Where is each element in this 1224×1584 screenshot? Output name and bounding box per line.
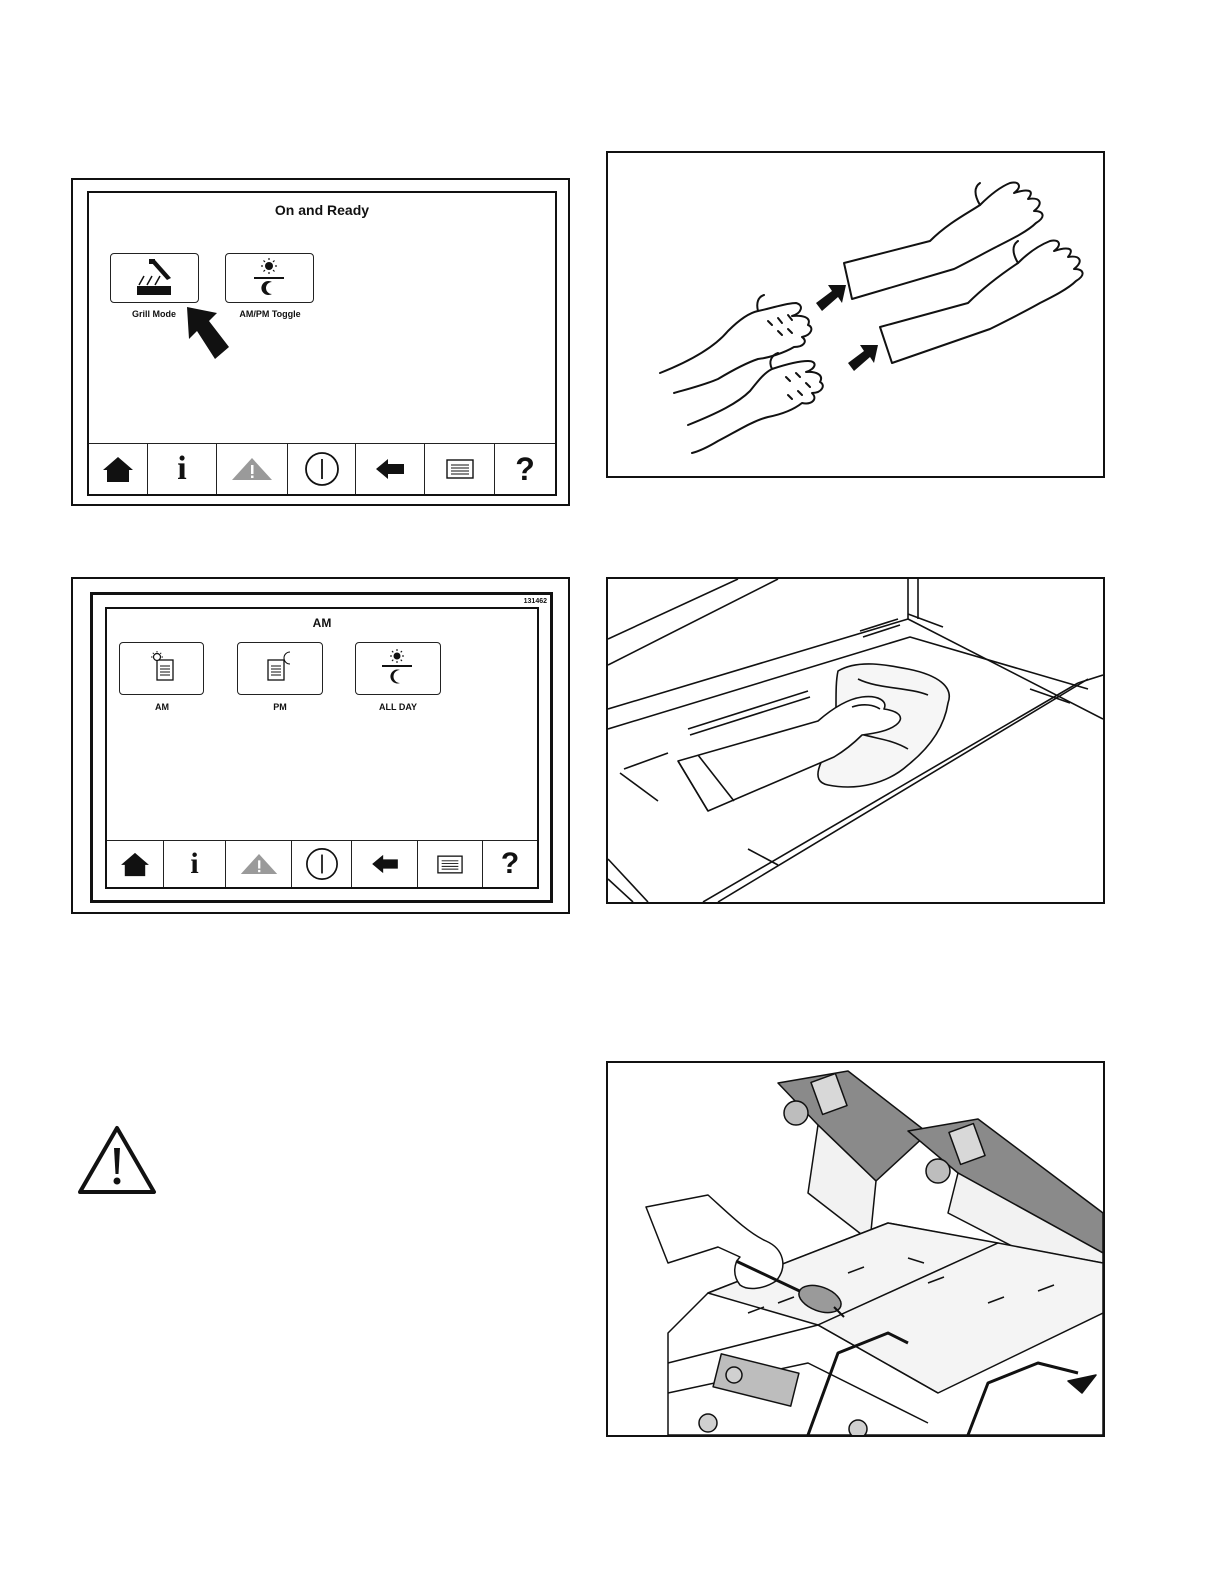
arrow-icon	[848, 345, 878, 371]
home-button[interactable]	[107, 841, 164, 887]
all-day-icon	[356, 643, 438, 693]
screen1-frame: On and Ready Grill Mode	[71, 178, 570, 506]
grill-drawing	[608, 1063, 1103, 1435]
grill-cleaning-illustration	[606, 1061, 1105, 1437]
power-button[interactable]	[288, 444, 356, 494]
warning-triangle-icon	[76, 1124, 158, 1196]
screen2-id: 131462	[524, 598, 547, 605]
back-button[interactable]	[356, 444, 425, 494]
warning-button[interactable]	[217, 444, 288, 494]
back-arrow-icon	[374, 457, 406, 481]
am-label: AM	[107, 702, 217, 712]
home-icon	[119, 851, 151, 877]
help-button[interactable]: ?	[483, 841, 537, 887]
menu-button[interactable]	[425, 444, 495, 494]
back-arrow-icon	[370, 853, 400, 875]
gloves-illustration	[606, 151, 1105, 478]
arrow-icon	[816, 285, 846, 311]
all-day-label: ALL DAY	[343, 702, 453, 712]
back-button[interactable]	[352, 841, 418, 887]
help-button[interactable]: ?	[495, 444, 555, 494]
pm-button[interactable]	[237, 642, 323, 695]
info-button[interactable]: i	[148, 444, 217, 494]
screen1-title: On and Ready	[89, 202, 555, 218]
am-button[interactable]	[119, 642, 204, 695]
home-icon	[101, 455, 135, 483]
am-pm-toggle-icon	[226, 254, 312, 301]
help-icon: ?	[515, 453, 535, 485]
pm-icon	[238, 643, 320, 693]
power-icon	[305, 847, 339, 881]
wiping-drawing	[608, 579, 1103, 902]
gloves-drawing	[608, 153, 1103, 476]
am-icon	[120, 643, 202, 693]
screen2-outer-bezel: 131462 AM AM PM	[90, 592, 553, 903]
wiping-illustration	[606, 577, 1105, 904]
info-icon: i	[177, 452, 186, 486]
screen2-title: AM	[107, 616, 537, 630]
info-icon: i	[190, 849, 198, 879]
warning-icon	[230, 456, 274, 482]
warning-button[interactable]	[226, 841, 292, 887]
power-button[interactable]	[292, 841, 352, 887]
screen2-frame: 131462 AM AM PM	[71, 577, 570, 914]
pointer-arrow-icon	[169, 303, 239, 365]
menu-icon	[437, 855, 463, 874]
info-button[interactable]: i	[164, 841, 226, 887]
grill-mode-button[interactable]	[110, 253, 199, 303]
screen1-navbar: i ?	[89, 443, 555, 494]
screen2-display: AM AM PM	[105, 607, 539, 889]
pm-label: PM	[225, 702, 335, 712]
am-pm-toggle-button[interactable]	[225, 253, 314, 303]
power-icon	[304, 451, 340, 487]
all-day-button[interactable]	[355, 642, 441, 695]
screen2-navbar: i ?	[107, 840, 537, 887]
menu-icon	[446, 459, 474, 479]
help-icon: ?	[501, 849, 519, 879]
warning-icon	[239, 852, 279, 876]
screen1-display: On and Ready Grill Mode	[87, 191, 557, 496]
menu-button[interactable]	[418, 841, 483, 887]
grill-mode-icon	[111, 254, 197, 301]
home-button[interactable]	[89, 444, 148, 494]
